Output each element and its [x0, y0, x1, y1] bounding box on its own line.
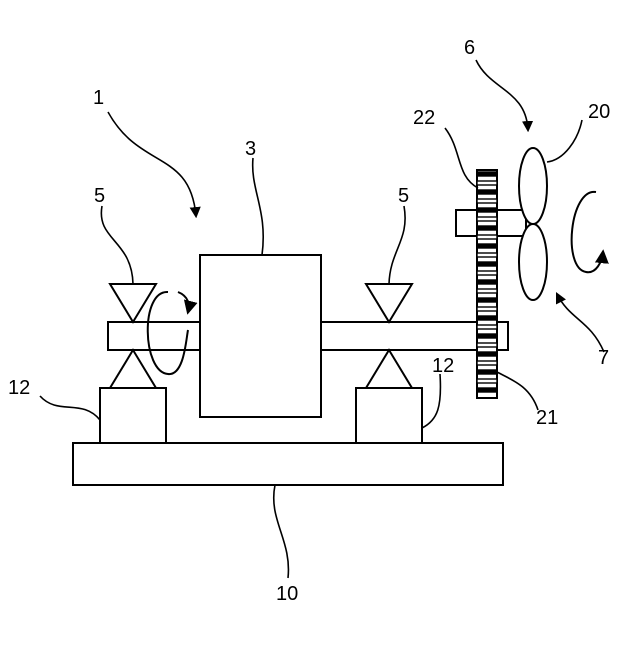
label-gear-teeth: 22	[413, 107, 435, 129]
leader-20	[547, 120, 582, 162]
gear-tooth	[477, 334, 497, 338]
bearing-lower-left	[110, 350, 156, 388]
gear-tooth	[477, 253, 497, 257]
label-body: 3	[245, 138, 256, 160]
leader-5-left	[101, 206, 133, 284]
main-body	[200, 255, 321, 417]
bearing-upper-right	[366, 284, 412, 322]
gear-tooth	[477, 289, 497, 293]
label-gear: 21	[536, 407, 558, 429]
fan-blade-lower	[519, 224, 547, 300]
bearing-lower-right	[366, 350, 412, 388]
leader-1	[108, 112, 196, 216]
gear-tooth	[477, 244, 497, 248]
gear-tooth	[477, 226, 497, 230]
label-fan: 20	[588, 101, 610, 123]
support-block-left	[100, 388, 166, 443]
base-plate	[73, 443, 503, 485]
gear-tooth	[477, 217, 497, 221]
gear-tooth	[477, 370, 497, 374]
gear-tooth	[477, 298, 497, 302]
leader-22	[445, 128, 478, 188]
label-rotation-direction: 7	[598, 347, 609, 369]
gear-tooth	[477, 361, 497, 365]
label-support-right: 12	[432, 355, 454, 377]
gear-tooth	[477, 307, 497, 311]
leader-10	[274, 485, 289, 578]
leader-21	[497, 372, 538, 410]
leader-3	[253, 158, 264, 255]
support-block-right	[356, 388, 422, 443]
gear-tooth	[477, 343, 497, 347]
label-device: 1	[93, 87, 104, 109]
gear-tooth	[477, 388, 497, 392]
gear-tooth	[477, 190, 497, 194]
label-base: 10	[276, 583, 298, 605]
leader-12-right	[422, 374, 440, 428]
label-bearing-left: 5	[94, 185, 105, 207]
gear-tooth	[477, 325, 497, 329]
leader-5-right	[389, 206, 405, 284]
gear-tooth	[477, 352, 497, 356]
gear-tooth	[477, 271, 497, 275]
gear-tooth	[477, 262, 497, 266]
fan-rotation-arrow	[572, 192, 603, 272]
gear	[477, 170, 497, 398]
gear-tooth	[477, 208, 497, 212]
label-bearing-right: 5	[398, 185, 409, 207]
gear-tooth	[477, 316, 497, 320]
gear-tooth	[477, 280, 497, 284]
fan-blade-upper	[519, 148, 547, 224]
label-assembly: 6	[464, 37, 475, 59]
leader-6	[476, 60, 528, 130]
gear-tooth	[477, 379, 497, 383]
leader-7	[557, 294, 604, 352]
gear-tooth	[477, 181, 497, 185]
leader-12-left	[40, 396, 100, 420]
gear-tooth	[477, 199, 497, 203]
gear-tooth	[477, 235, 497, 239]
label-support-left: 12	[8, 377, 30, 399]
gear-tooth	[477, 172, 497, 176]
